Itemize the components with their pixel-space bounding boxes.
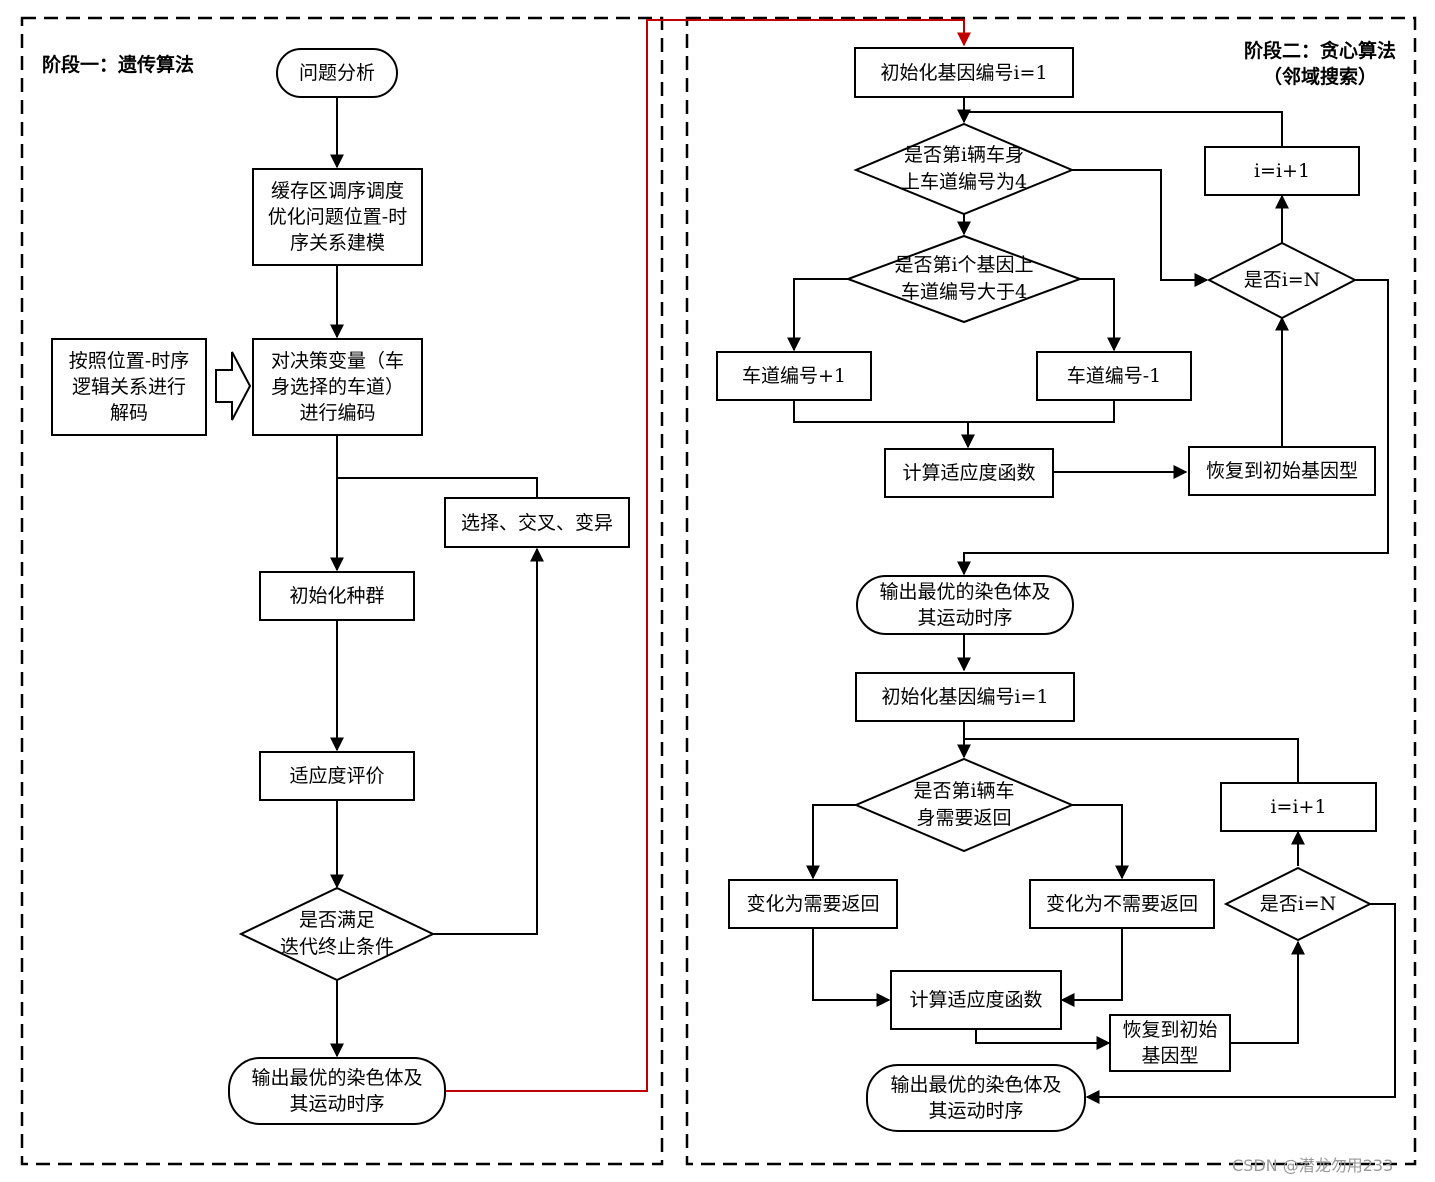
stage2-part1-connectors [787, 98, 1389, 672]
problem-analysis-node: 问题分析 [276, 48, 398, 98]
check-return-diamond [853, 757, 1075, 853]
check-n-diamond-2 [1223, 866, 1373, 942]
check-n-label-1: 是否i=N [1243, 268, 1321, 291]
lane-plus-node: 车道编号+1 [716, 351, 872, 401]
stop-check-label: 是否满足 迭代终止条件 [279, 909, 394, 958]
operators-node: 选择、交叉、变异 [444, 497, 630, 548]
stage2-border [685, 16, 1417, 1166]
check-n-label-2: 是否i=N [1259, 892, 1337, 915]
increment-node-2: i=i+1 [1220, 782, 1377, 832]
stage1-title: 阶段一：遗传算法 [42, 54, 195, 76]
init-gene-node-1: 初始化基因编号i=1 [854, 47, 1074, 98]
init-gene-node-2: 初始化基因编号i=1 [855, 672, 1075, 722]
check-n-diamond-1 [1206, 241, 1358, 320]
fitness-eval-node: 适应度评价 [259, 751, 415, 801]
stop-check-diamond [238, 886, 436, 982]
decode-node: 按照位置-时序 逻辑关系进行 解码 [51, 338, 207, 436]
calc-fitness-node-2: 计算适应度函数 [890, 970, 1062, 1030]
to-return-node: 变化为需要返回 [728, 879, 898, 929]
stage1-connectors [330, 98, 544, 1058]
check-return-label: 是否第i辆车 身需要返回 [913, 780, 1015, 829]
hollow-arrow [215, 351, 252, 421]
increment-node-1: i=i+1 [1204, 146, 1360, 196]
init-population-node: 初始化种群 [259, 571, 415, 621]
encode-node: 对决策变量（车 身选择的车道） 进行编码 [252, 338, 423, 436]
to-no-return-node: 变化为不需要返回 [1029, 879, 1215, 929]
model-node: 缓存区调序调度 优化问题位置-时 序关系建模 [252, 168, 423, 266]
restore-node-1: 恢复到初始基因型 [1188, 446, 1376, 496]
mid-output-node: 输出最优的染色体及 其运动时序 [856, 575, 1074, 635]
stage-link-arrow [446, 19, 971, 1092]
calc-fitness-node-1: 计算适应度函数 [884, 448, 1054, 498]
stage1-border [20, 16, 664, 1166]
stage2-part2-connectors [806, 722, 1396, 1104]
check-lane4-label: 是否第i辆车身 上车道编号为4 [900, 144, 1028, 193]
check-lane4-diamond [853, 122, 1075, 216]
watermark: CSDN @潜龙勿用233 [1232, 1156, 1394, 1175]
check-gene-gt4-label: 是否第i个基因上 车道编号大于4 [894, 254, 1034, 303]
lane-minus-node: 车道编号-1 [1036, 351, 1192, 401]
final-output-node: 输出最优的染色体及 其运动时序 [866, 1064, 1086, 1132]
stage2-title: 阶段二：贪心算法 （邻域搜索） [1243, 40, 1396, 88]
restore-node-2: 恢复到初始 基因型 [1109, 1014, 1231, 1072]
stage1-output-node: 输出最优的染色体及 其运动时序 [228, 1057, 446, 1125]
check-gene-gt4-diamond [845, 234, 1083, 324]
